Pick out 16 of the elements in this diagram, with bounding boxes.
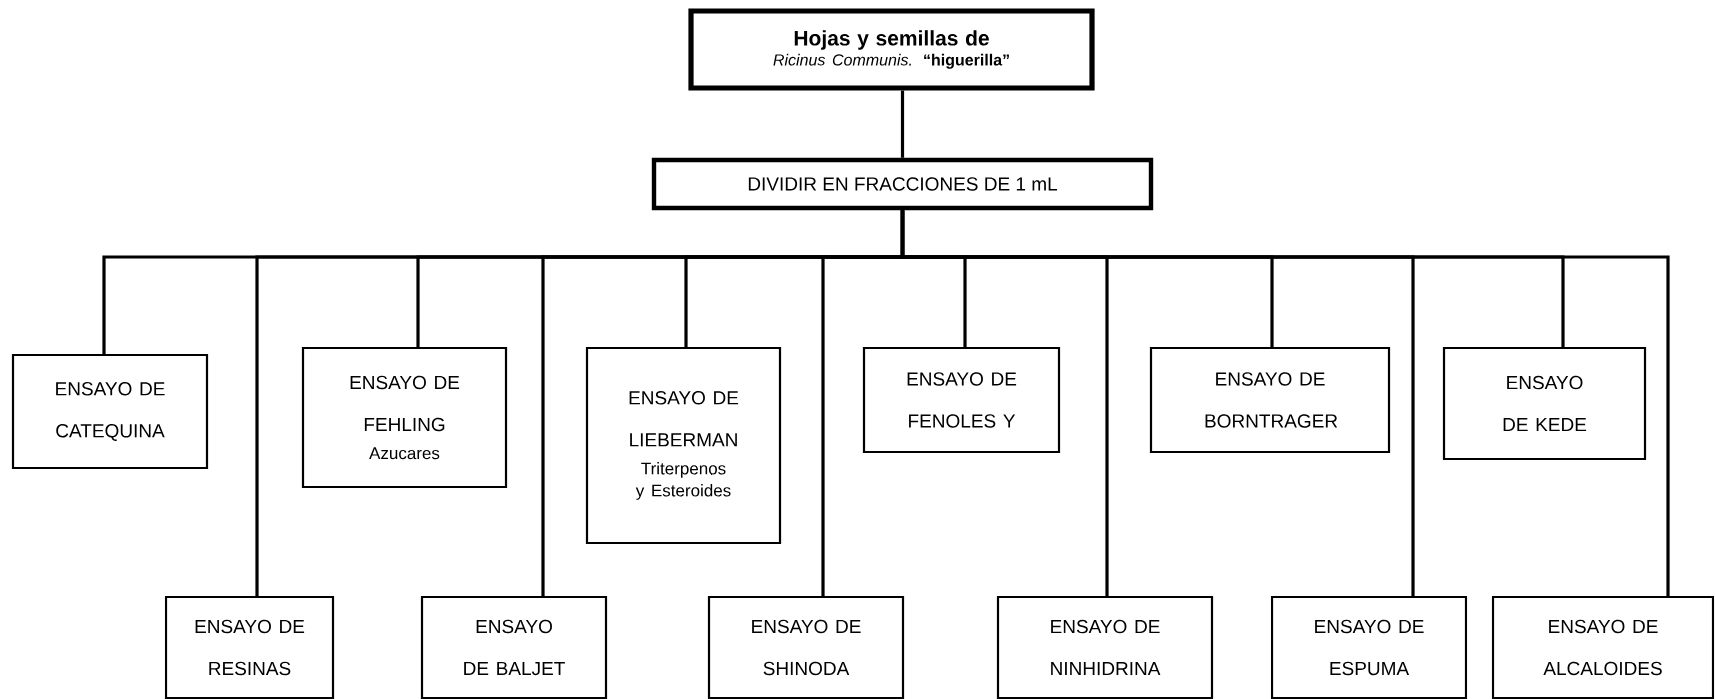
connector-line: [900, 90, 905, 158]
test-box: ENSAYO DE LIEBERMAN Triterpenos y Esteroides: [585, 346, 782, 545]
test-box: ENSAYO DE RESINAS: [164, 595, 335, 699]
test-box: ENSAYO DE BORNTRAGER: [1149, 346, 1391, 454]
process-box: DIVIDIR EN FRACCIONES DE 1 mL: [651, 157, 1154, 211]
connector-line: [900, 210, 1670, 597]
test-box: ENSAYO DE BALJET: [420, 595, 608, 699]
test-box: ENSAYO DE FEHLING Azucares: [301, 346, 508, 489]
test-box: ENSAYO DE NINHIDRINA: [996, 595, 1214, 699]
title-box: Hojas y semillas de Ricinus Communis. “higuerilla”: [688, 8, 1095, 91]
test-box: ENSAYO DE KEDE: [1442, 346, 1647, 461]
test-box: ENSAYO DE SHINODA: [707, 595, 905, 699]
test-box: ENSAYO DE ALCALOIDES: [1491, 595, 1715, 699]
test-box: ENSAYO DE FENOLES Y: [862, 346, 1061, 454]
test-box: ENSAYO DE CATEQUINA: [11, 353, 209, 470]
test-box: ENSAYO DE ESPUMA: [1270, 595, 1468, 699]
